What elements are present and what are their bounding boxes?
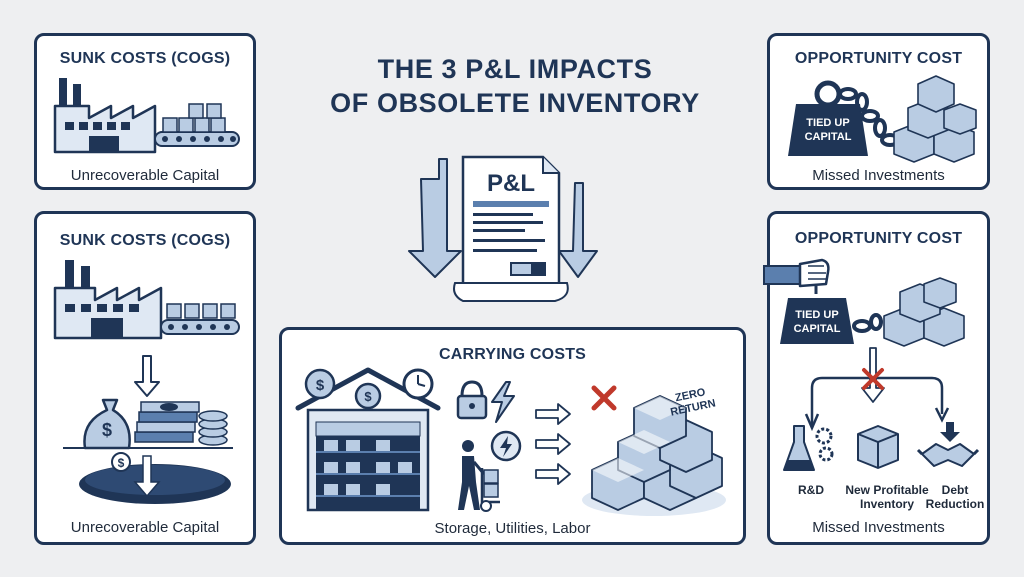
box-icon (857, 425, 899, 469)
option-label-rd: R&D (798, 483, 824, 497)
dollar-coin-icon: $ (304, 368, 336, 400)
right-down-arrow (558, 182, 598, 278)
obsolete-box-pile-icon: ZERO RETURN (582, 385, 726, 516)
panel-caption: Missed Investments (812, 167, 945, 184)
pnl-document-graphic: P&L (408, 155, 598, 302)
panel-title: CARRYING COSTS (438, 346, 587, 363)
main-title-line-1: THE 3 P&L IMPACTS (377, 54, 653, 84)
panel-title: OPPORTUNITY COST (794, 50, 963, 67)
option-label-debt: Debt Reduction (925, 483, 985, 511)
factory-conveyor-icon (53, 260, 240, 340)
blocked-investment-flow-icon (804, 347, 950, 432)
weight-label-1: TIED UP (795, 309, 838, 321)
cash-stack-icon (134, 401, 200, 443)
left-down-arrow (408, 158, 462, 278)
main-title: THE 3 P&L IMPACTS OF OBSOLETE INVENTORY (290, 52, 740, 120)
svg-text:$: $ (364, 389, 372, 404)
lightning-icon (491, 381, 515, 423)
panel-sunk-costs-top: SUNK COSTS (COGS) Unrecoverable Capital (34, 33, 256, 190)
lock-icon (456, 380, 488, 420)
dollar-coin-icon: $ (354, 382, 382, 410)
flask-gear-icon (783, 425, 834, 471)
investment-options-icons (783, 422, 980, 471)
panel-title: SUNK COSTS (COGS) (59, 232, 231, 249)
svg-text:$: $ (102, 420, 112, 440)
money-sinking-hole-icon: $ $ (63, 398, 233, 504)
weight-label-2: CAPITAL (805, 131, 852, 143)
option-label-inventory: New Profitable Inventory (845, 483, 929, 511)
worker-handtruck-icon (458, 440, 500, 512)
panel-title: OPPORTUNITY COST (794, 230, 963, 247)
svg-text:$: $ (316, 377, 325, 394)
panel-opportunity-cost-bottom: OPPORTUNITY COST TIED UP CAPITAL (763, 211, 990, 545)
down-arrow-icon (134, 355, 160, 397)
red-x-icon (862, 368, 884, 390)
pnl-document-icon: P&L (453, 155, 569, 302)
panel-caption: Missed Investments (812, 519, 945, 536)
tied-up-capital-icon: TIED UP CAPITAL (788, 75, 977, 163)
utility-icons (456, 380, 522, 512)
panel-caption: Storage, Utilities, Labor (434, 520, 591, 537)
hand-holding-weight-icon: TIED UP CAPITAL (763, 258, 965, 347)
money-bag-icon: $ (83, 398, 131, 450)
pnl-label: P&L (487, 170, 535, 197)
chain-icon (838, 87, 900, 147)
panel-caption: Unrecoverable Capital (70, 167, 220, 184)
electricity-circle-icon (490, 430, 522, 462)
red-x-icon (591, 385, 617, 411)
panel-caption: Unrecoverable Capital (70, 519, 220, 536)
clock-icon (402, 368, 434, 400)
weight-label-1: TIED UP (806, 117, 849, 129)
coin-stack-icon (198, 410, 228, 446)
weight-label-2: CAPITAL (794, 323, 841, 335)
panel-sunk-costs-bottom: SUNK COSTS (COGS) $ (34, 211, 256, 545)
warehouse-icon: $ $ (295, 367, 441, 512)
factory-conveyor-icon (53, 78, 240, 154)
handshake-icon (916, 422, 980, 467)
main-title-line-2: OF OBSOLETE INVENTORY (330, 88, 700, 118)
panel-carrying-costs: CARRYING COSTS $ $ (279, 327, 746, 545)
svg-text:$: $ (118, 456, 125, 470)
right-arrows-icon (535, 403, 571, 485)
panel-opportunity-cost-top: OPPORTUNITY COST TIED UP CAPITAL Missed … (767, 33, 990, 190)
panel-title: SUNK COSTS (COGS) (59, 50, 231, 67)
